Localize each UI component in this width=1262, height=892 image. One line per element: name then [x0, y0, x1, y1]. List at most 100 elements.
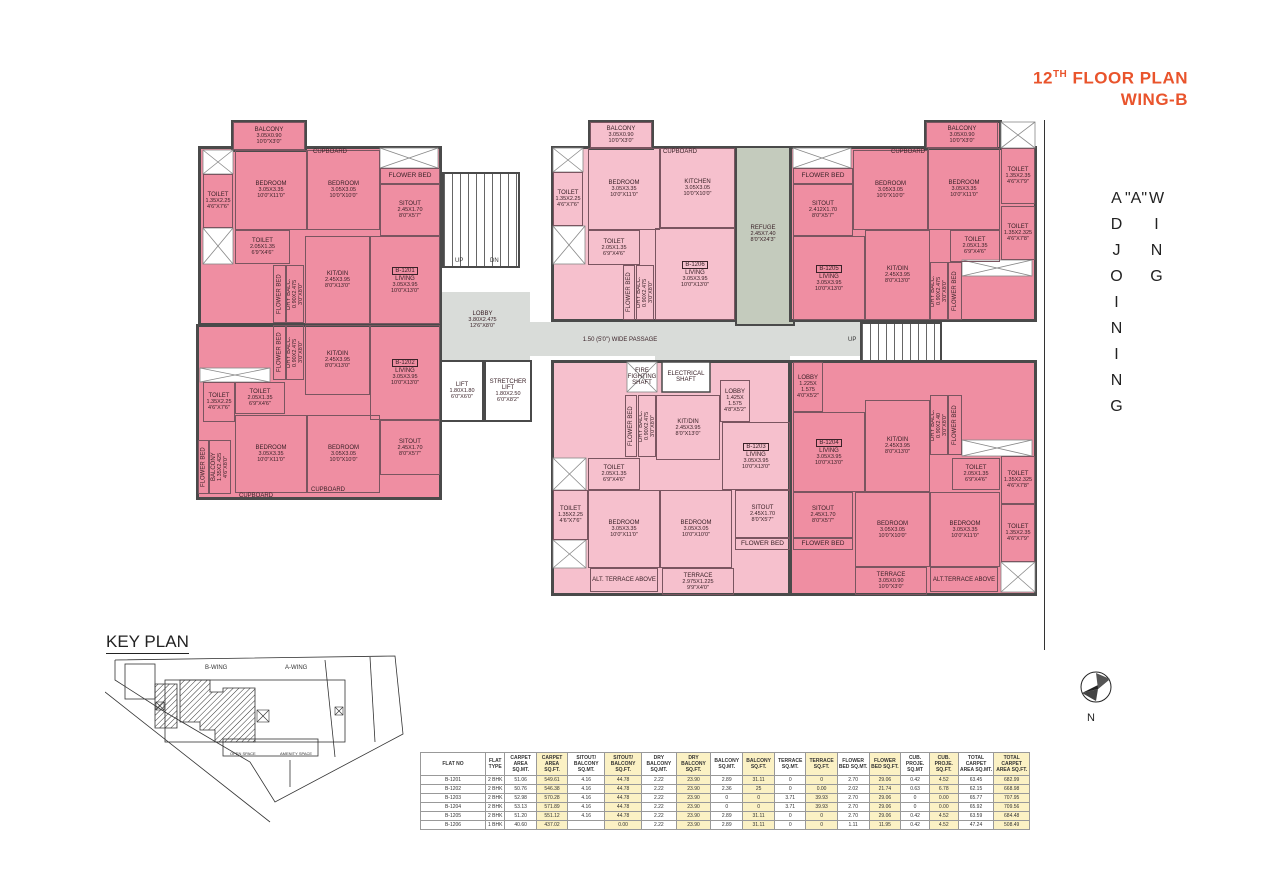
- room-dimension: 3'0"X8'0": [648, 281, 654, 304]
- room-name: TOILET: [252, 238, 273, 244]
- room-name: SITOUT: [751, 505, 774, 511]
- stair-up-label-right: UP: [848, 337, 857, 343]
- room-dimension: 3.05X3.05: [330, 451, 357, 457]
- adjoining-wing-letter: "A": [1125, 190, 1148, 207]
- table-cell: 23.90: [675, 811, 712, 821]
- table-cell: 44.78: [604, 802, 642, 812]
- room-dimension: 8'0"X5'7": [812, 213, 834, 219]
- table-cell: 63.59: [957, 811, 995, 821]
- room-dimension: 10'0"X13'0": [390, 380, 420, 386]
- table-cell: 571.89: [535, 802, 569, 812]
- table-cell: 0: [773, 820, 807, 830]
- table-cell: 6.78: [928, 784, 959, 794]
- room-dimension: 1.35X2.325: [1003, 477, 1033, 483]
- table-cell: 551.12: [535, 811, 569, 821]
- room-dimension: 6'0"X6'0": [451, 394, 473, 400]
- table-cell: 23.90: [675, 802, 712, 812]
- room-dimension: 6'9"X4'6": [964, 249, 986, 255]
- table-cell: 0: [900, 802, 930, 812]
- table-cell: 707.95: [993, 793, 1030, 803]
- room-name: TOILET: [207, 192, 229, 198]
- room-name: ELECTRICAL SHAFT: [667, 371, 705, 383]
- room-dimension: 10'0"X13'0": [814, 459, 844, 466]
- title-suffix: TH: [1052, 69, 1068, 80]
- room-name: TOILET: [1007, 224, 1029, 230]
- room-dimension: 3.80X2.475: [468, 317, 497, 323]
- column-header: BALCONY SQ.FT.: [742, 752, 775, 776]
- column-header: FLAT NO: [420, 752, 486, 776]
- room-dimension: 9'9"X4'0": [687, 584, 709, 591]
- table-cell: B-1202: [420, 784, 486, 794]
- room-dimension: 2.45X3.95: [884, 272, 911, 278]
- room-name: BEDROOM: [608, 180, 640, 186]
- table-cell: 2.70: [836, 802, 870, 812]
- table-cell: 47.24: [957, 820, 995, 830]
- table-cell: 25: [742, 784, 775, 794]
- adjoining-wing-label: ADJOINING "A" WING: [1107, 190, 1165, 438]
- room-name: KIT/DIN: [326, 271, 349, 277]
- room-name: FLOWER BED: [952, 405, 958, 445]
- unit-b-1205: [789, 146, 1037, 322]
- table-cell: 0: [742, 802, 775, 812]
- table-cell: 709.56: [993, 802, 1030, 812]
- room-dimension: 1.35X2.25: [557, 512, 584, 518]
- table-cell: 2.22: [640, 811, 677, 821]
- room-dimension: 3'0"X8'0": [298, 341, 304, 364]
- table-cell: 4.52: [928, 811, 959, 821]
- room-dimension: 10'0"X11'0": [257, 457, 285, 463]
- room-name: BALCONY: [254, 127, 284, 133]
- room-dimension: 10'0"X10'0": [681, 532, 711, 538]
- duct-icon: [552, 539, 587, 569]
- table-cell: 0: [805, 820, 838, 830]
- room-name: TOILET: [1007, 167, 1029, 173]
- room-dimension: 10'0"X11'0": [950, 192, 978, 198]
- table-cell: 2.22: [640, 820, 677, 830]
- room-name: TOILET: [557, 190, 579, 196]
- room-dimension: 3.05X3.35: [258, 451, 284, 457]
- room-dimension: 3.05X3.95: [816, 279, 842, 286]
- column-header: SITOUT/ BALCONY SQ.FT.: [604, 752, 642, 776]
- passage-area: [530, 322, 862, 356]
- table-cell: 437.02: [535, 820, 569, 830]
- table-cell: 2 BHK: [484, 802, 506, 812]
- room-dimension: 3.05X0.90: [256, 133, 282, 139]
- unit-b-1204: [789, 360, 1037, 596]
- room-dimension: 2.45X3.95: [324, 277, 351, 283]
- room-dimension: 2.05X1.35: [247, 395, 273, 401]
- room-dimension: 6'9"X4'6": [249, 401, 271, 407]
- room-flower-bed: FLOWER BED: [625, 395, 637, 457]
- room-name: STRETCHER LIFT: [489, 379, 527, 391]
- table-cell: 2.22: [640, 784, 677, 794]
- table-cell: 0.00: [928, 793, 959, 803]
- table-cell: 2 BHK: [484, 793, 506, 803]
- room-name: TOILET: [603, 238, 625, 245]
- room-dimension: 2.45X1.70: [397, 207, 423, 213]
- table-cell: 0.00: [928, 802, 959, 812]
- room-dimension: 3.05X3.35: [611, 186, 637, 192]
- table-cell: 4.16: [567, 802, 606, 812]
- room-name: TOILET: [964, 237, 986, 243]
- room-dimension: 2.05X1.35: [963, 471, 989, 477]
- room-dimension: 2.45X3.95: [884, 443, 911, 449]
- key-plan-drawing: B-WING A-WING OPEN SPACE AMENITY SPACE: [105, 655, 404, 823]
